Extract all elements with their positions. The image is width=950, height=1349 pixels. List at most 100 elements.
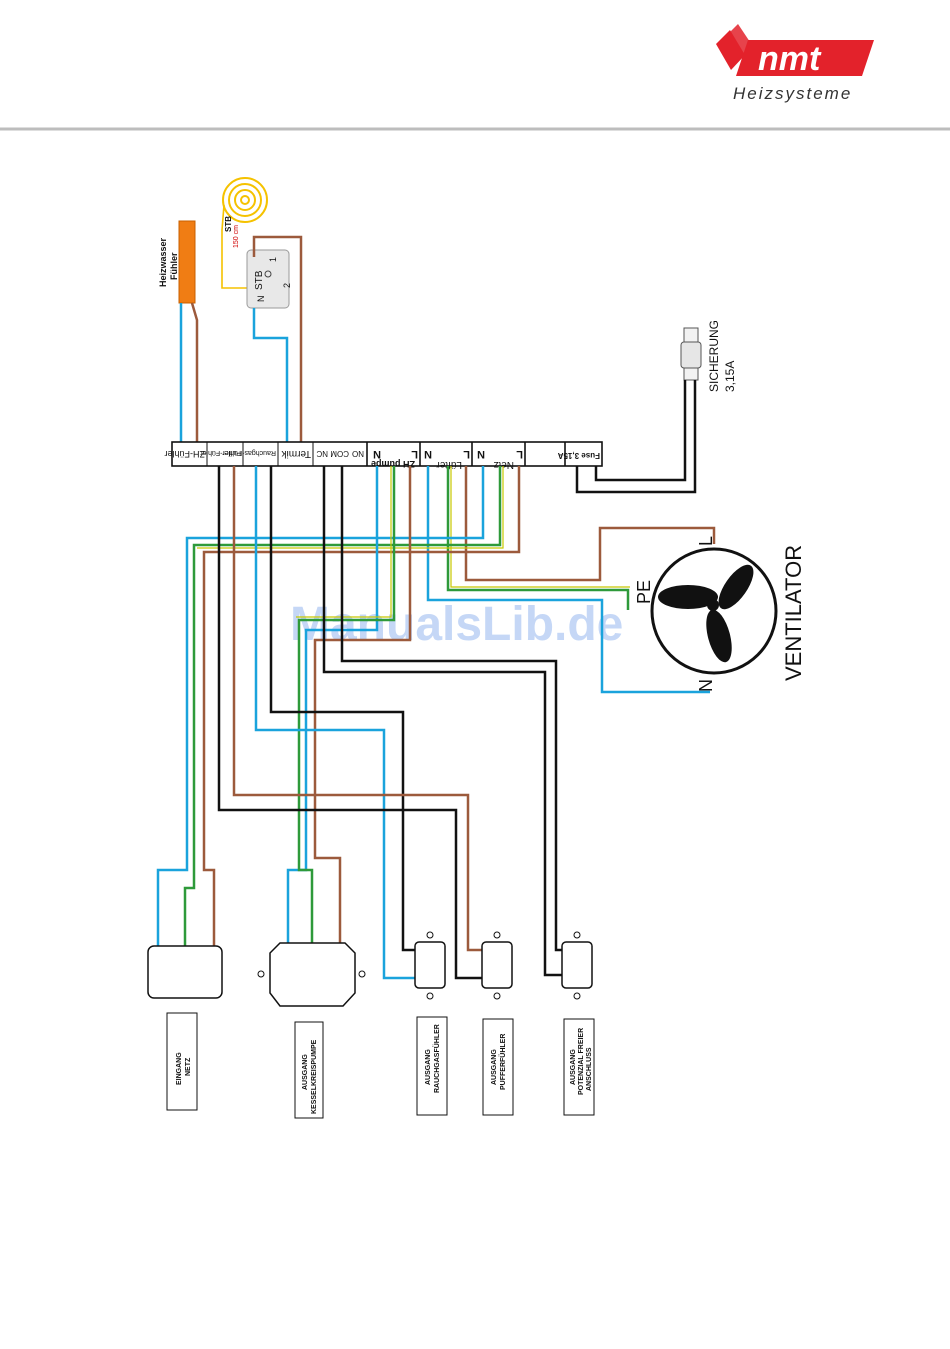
wire-fan-blue — [426, 466, 710, 694]
connector-netz-body — [147, 945, 223, 999]
fuse-cap-top — [683, 327, 699, 343]
wire-puffer-black — [217, 466, 482, 980]
terminal-label-fuse: Fuse 3,15A — [558, 451, 600, 460]
terminal-label-nc: NC — [316, 449, 328, 458]
fan-terminal-pe: PE — [634, 580, 654, 604]
output-label-1-line2: KESSELKREISPUMPE — [311, 1039, 318, 1114]
terminal-label-zh-pumpe: ZH pumpe — [371, 459, 415, 469]
connector-puffer-body — [481, 941, 513, 989]
terminal-strip: ZH-Fühler Puffer-Fühler Rauchgas-Fühler … — [164, 441, 603, 470]
terminal-label-luefter: Lüfter — [436, 459, 462, 470]
watermark: ManualsLib.de — [290, 598, 623, 651]
fan-terminal-n: N — [696, 679, 716, 692]
output-label-1-line1: AUSGANG — [302, 1054, 309, 1090]
output-label-2-line1: AUSGANG — [425, 1049, 432, 1085]
label-box-kesselkreispumpe: AUSGANG KESSELKREISPUMPE — [294, 1021, 324, 1119]
terminal-label-zh-fuehler: ZH-Fühler — [164, 449, 205, 459]
wire-fan-brown — [464, 466, 716, 582]
wire-netz-green — [183, 466, 502, 985]
connector-pump-body — [269, 942, 356, 1007]
wire-pump-brown — [313, 466, 412, 965]
fuse-label-2: 3,15A — [723, 361, 737, 392]
output-label-3-line2: PUFFERFÜHLER — [498, 1034, 507, 1090]
wire-fuse-black-2 — [575, 380, 697, 494]
fan-label: VENTILATOR — [781, 545, 806, 681]
terminal-label-netz-l: L — [516, 448, 523, 460]
terminal-label-netz: Netz — [493, 459, 514, 470]
fan-blade-3 — [706, 609, 732, 663]
connector-potenzialfrei — [561, 931, 593, 1000]
connector-eingang-netz — [147, 945, 223, 999]
wire-netz-brown — [202, 466, 521, 960]
logo-brand-text: nmt — [758, 40, 822, 78]
wire-pump-green — [297, 466, 396, 990]
stb-temp: 150 cm — [233, 225, 240, 248]
stb-pin-n: N — [256, 296, 266, 303]
wire-relay-com-black — [340, 466, 562, 952]
wire-fan-yellow — [450, 466, 630, 588]
connector-potenzial-body — [561, 941, 593, 989]
logo-stripe-1 — [716, 30, 745, 70]
stb-module-label: STB — [254, 270, 265, 290]
fuse-cap-bottom — [683, 367, 699, 381]
terminal-label-luefter-l: L — [463, 448, 470, 460]
wire-rauchgas-black — [269, 466, 415, 952]
wire-relay-nc-black — [322, 466, 562, 977]
wire-fuse-black-1 — [594, 380, 687, 482]
terminal-label-luefter-n: N — [424, 448, 432, 460]
wire-pump-blue — [286, 466, 379, 965]
heizwasser-sensor: Heizwasser Fühler — [158, 220, 196, 304]
output-label-4-line3: ANSCHLUSS — [586, 1047, 593, 1091]
wire-stb-capillary — [221, 204, 250, 289]
label-box-rauchgasfuehler: AUSGANG RAUCHGASFÜHLER — [416, 1016, 448, 1116]
terminal-label-zh-pumpe-l: L — [411, 448, 418, 460]
logo-tagline: Heizsysteme — [733, 84, 852, 103]
connector-pump-hole-right — [358, 970, 366, 978]
connector-kesselkreispumpe — [257, 942, 366, 1007]
stb-label: STB — [224, 216, 233, 232]
fan-terminal-l: L — [696, 536, 716, 546]
output-label-4-line1: AUSGANG — [570, 1049, 577, 1085]
output-label-3-line1: AUSGANG — [491, 1049, 498, 1085]
sensor-body — [178, 220, 196, 304]
terminal-label-rauchgas-fuehler: Rauchgas-Fühler — [222, 449, 276, 456]
connector-rauchgasfuehler — [414, 931, 446, 1000]
output-label-4-line2: POTENZIAL FREIER — [578, 1028, 585, 1095]
fuse-holder — [680, 327, 702, 381]
wire-sensor-brown — [190, 302, 199, 444]
ventilator: VENTILATOR L PE N — [634, 536, 806, 692]
connector-pump-hole-left — [257, 970, 265, 978]
wire-puffer-brown — [232, 466, 482, 952]
terminal-label-netz-n: N — [477, 448, 485, 460]
terminal-label-termik: Termik — [281, 448, 311, 459]
fan-hub — [707, 599, 719, 611]
stb-switch-icon — [264, 270, 272, 278]
wire-netz-yellow — [197, 466, 504, 549]
label-box-pufferfuehler: AUSGANG PUFFERFÜHLER — [482, 1018, 514, 1116]
stb-pin-1: 1 — [268, 257, 278, 262]
terminal-label-no: NO — [352, 449, 364, 458]
stb-coil — [222, 177, 268, 223]
output-label-2-line2: RAUCHGASFÜHLER — [432, 1024, 441, 1093]
fan-blade-2 — [718, 564, 754, 610]
stb-pin-2: 2 — [282, 283, 292, 288]
label-box-eingang-netz: EINGANG NETZ — [166, 1012, 198, 1111]
wire-pump-yellow — [296, 466, 392, 618]
wire-netz-blue — [156, 466, 485, 960]
stb-module-box — [246, 249, 290, 309]
fan-blade-1 — [658, 585, 718, 609]
stb-module: STB 1 2 N — [246, 249, 292, 309]
logo: nmt Heizsysteme — [716, 24, 874, 103]
terminal-label-zh-pumpe-n: N — [373, 448, 381, 460]
sensor-label-2: Fühler — [169, 252, 179, 280]
wire-stb-brown — [252, 235, 303, 444]
wire-stb-blue — [252, 308, 289, 444]
wire-fan-green — [446, 466, 630, 610]
logo-badge — [736, 40, 874, 76]
output-label-0-line2: NETZ — [185, 1057, 192, 1076]
output-label-0-line1: EINGANG — [176, 1052, 183, 1085]
terminal-strip-frame — [171, 441, 603, 467]
connector-pufferfuehler — [481, 931, 513, 1000]
